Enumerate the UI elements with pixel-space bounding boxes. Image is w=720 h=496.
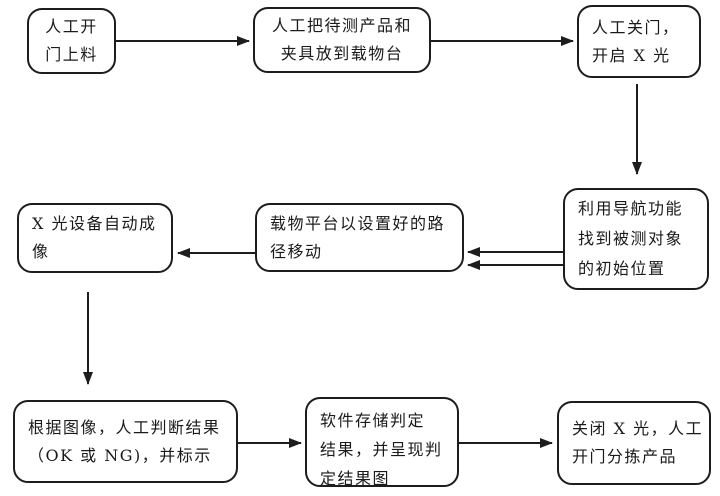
node-close-door-start-xray: 人工关门， 开启 X 光 [577,5,701,78]
node-text-line: 径移动 [270,241,323,261]
node-text-line: 人工关门， [592,17,680,37]
node-text-line: 关闭 X 光，人工 [572,419,704,438]
node-text-line: （OK 或 NG)，并标示 [28,445,212,465]
node-text-line: 载物平台以设置好的路 [270,213,446,233]
node-text-line: 人工把待测产品和 [271,16,412,35]
node-text-line: 定结果图 [320,469,391,487]
node-text-line: 门上料 [45,45,98,64]
node-text-line: 根据图像，人工判断结果 [28,417,221,437]
node-text-line: 结果，并呈现判 [320,440,443,459]
node-text-line: 找到被测对象 [578,229,684,248]
node-text-line: 夹具放到载物台 [280,44,404,63]
node-text-line: X 光设备自动成 [32,214,157,233]
node-text-line: 人工开 [45,17,98,36]
node-xray-auto-imaging: X 光设备自动成 像 [17,203,173,273]
node-stage-moves-on-set-path: 载物平台以设置好的路 径移动 [255,203,464,272]
node-text-line: 的初始位置 [578,259,666,278]
node-text-line: 利用导航功能 [578,199,684,218]
node-text-line: 开启 X 光 [592,45,671,65]
node-navigate-to-initial-position: 利用导航功能 找到被测对象 的初始位置 [563,188,709,290]
node-manual-open-door-load: 人工开 门上料 [27,8,116,74]
node-software-store-result: 软件存储判定 结果，并呈现判 定结果图 [305,397,459,487]
node-text-line: 像 [32,242,50,261]
node-manual-judge-result: 根据图像，人工判断结果 （OK 或 NG)，并标示 [13,400,238,483]
node-text-line: 开门分拣产品 [572,447,678,466]
node-text-line: 软件存储判定 [320,411,426,430]
node-close-xray-sort-product: 关闭 X 光，人工 开门分拣产品 [557,401,711,485]
node-place-product-on-stage: 人工把待测产品和 夹具放到载物台 [253,7,431,73]
